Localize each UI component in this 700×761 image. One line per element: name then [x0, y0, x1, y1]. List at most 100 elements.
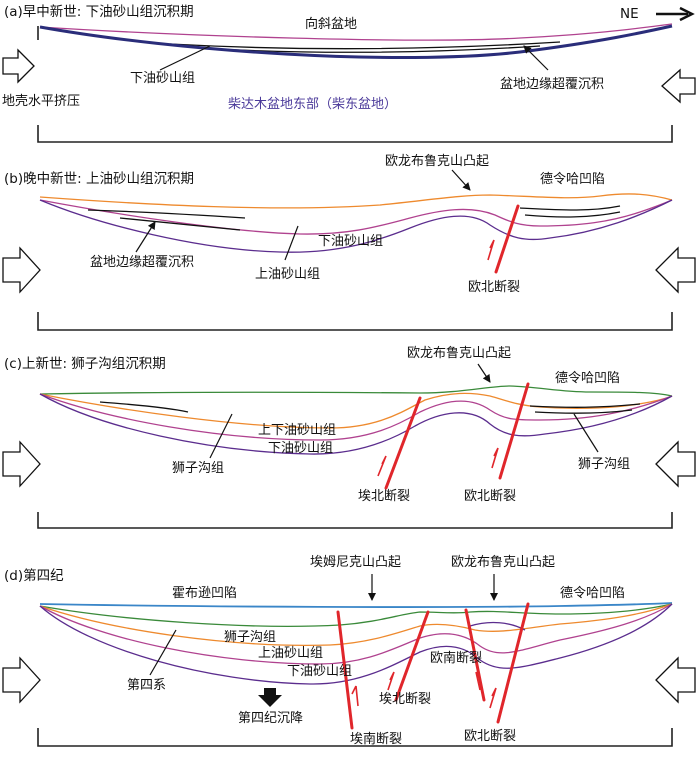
panel-d-depression-right-label: 德令哈凹陷 — [560, 586, 625, 601]
pointer-a-onlap — [523, 45, 549, 71]
panel-b-title: (b)晚中新世: 上油砂山组沉积期 — [4, 171, 194, 187]
layer-d-green — [39, 603, 673, 627]
fault-d-ounan — [464, 608, 486, 702]
layer-c-orange — [39, 392, 673, 429]
fault-c-aibei — [384, 396, 422, 490]
panel-b-depression-label: 德令哈凹陷 — [540, 172, 605, 187]
layer-a-base — [39, 24, 673, 60]
compression-arrow-icon-d-right — [655, 656, 696, 704]
panel-a-formation-label: 下油砂山组 — [130, 71, 195, 86]
panel-b-uplift-label: 欧龙布鲁克山凸起 — [385, 154, 489, 169]
panel-d-quaternary-label: 第四系 — [127, 678, 166, 693]
layer-d-blue — [39, 602, 673, 608]
panel-c-fault-left-label: 埃北断裂 — [358, 489, 410, 504]
panel-d-fault-oubei-label: 欧北断裂 — [464, 729, 516, 744]
fault-arrow-icon-d-aibei — [387, 671, 395, 691]
layer-b-purple — [39, 199, 673, 253]
panel-d-fault-ounan-label: 欧南断裂 — [430, 650, 482, 666]
layer-d-magenta — [39, 603, 673, 665]
compression-arrow-icon-a-left — [2, 48, 35, 84]
panel-d-lower-label: 下油砂山组 — [287, 664, 352, 679]
fault-arrow-icon-d-ainan — [351, 685, 359, 707]
fault-arrow-icon-d-ounan — [475, 671, 481, 691]
panel-c-shizigou-right-label: 狮子沟组 — [578, 457, 630, 472]
compression-arrow-icon-a-right — [661, 68, 696, 104]
pointer-c-uplift — [477, 363, 491, 383]
panel-d-shizigou-label: 狮子沟组 — [224, 630, 276, 645]
panel-c-title: (c)上新世: 狮子沟组沉积期 — [4, 356, 166, 372]
frame-d-bottom — [37, 728, 673, 747]
fault-b-oubei — [494, 204, 520, 274]
fault-arrow-icon-c-right — [491, 447, 499, 469]
panel-b: (b)晚中新世: 上油砂山组沉积期 欧龙布鲁克山凸起 德令哈凹陷 欧北断裂 盆地… — [2, 154, 696, 331]
layer-c-magenta — [39, 393, 673, 441]
layer-c-green — [39, 385, 673, 397]
layer-b-black-4 — [524, 211, 621, 218]
pointer-b-uplift — [451, 169, 471, 191]
compression-arrow-icon-b-left — [2, 246, 41, 294]
panel-c-lower-label: 下油砂山组 — [268, 441, 333, 456]
panel-b-upper-label: 上油砂山组 — [255, 267, 320, 282]
panel-c: (c)上新世: 狮子沟组沉积期 欧龙布鲁克山凸起 德令哈凹陷 埃北断裂 欧北断裂… — [2, 346, 696, 529]
compression-arrow-icon-c-left — [2, 440, 41, 488]
panel-d-fault-aibei-label: 埃北断裂 — [379, 692, 431, 707]
panel-b-onlap-label: 盆地边缘超覆沉积 — [90, 255, 194, 270]
panel-d-uplift-left-label: 埃姆尼克山凸起 — [310, 555, 401, 570]
panel-c-fault-right-label: 欧北断裂 — [464, 489, 516, 504]
panel-a-title: (a)早中新世: 下油砂山组沉积期 — [4, 4, 194, 20]
panel-b-fault-label: 欧北断裂 — [468, 280, 520, 295]
panel-a-basin-label: 向斜盆地 — [305, 16, 357, 32]
layer-c-purple — [39, 393, 673, 455]
layer-b-black-1 — [87, 209, 246, 219]
panel-d-depression-left-label: 霍布逊凹陷 — [172, 586, 237, 601]
direction-arrow-icon — [656, 6, 695, 22]
frame-a-bottom — [37, 125, 673, 143]
panel-d-subsidence-label: 第四纪沉降 — [238, 711, 303, 726]
compression-arrow-icon-b-right — [655, 246, 696, 294]
fault-d-aibei — [394, 610, 430, 702]
fault-c-oubei — [498, 382, 530, 480]
panel-c-shizigou-left-label: 狮子沟组 — [172, 461, 224, 476]
pointer-c-shizigou-right — [573, 413, 599, 453]
fault-d-ainan — [336, 610, 354, 730]
panel-c-depression-label: 德令哈凹陷 — [555, 371, 620, 386]
panel-b-lower-label: 下油砂山组 — [318, 234, 383, 249]
panel-d-upper-label: 上油砂山组 — [258, 646, 323, 661]
frame-c-bottom — [37, 512, 673, 529]
layer-b-black-3 — [519, 205, 621, 211]
panel-d-uplift-right-label: 欧龙布鲁克山凸起 — [451, 555, 555, 570]
layer-a-black-1 — [169, 41, 561, 50]
fault-arrow-icon-c-left — [377, 455, 387, 477]
pointer-b-upper — [284, 225, 299, 261]
pointer-c-shizigou-left — [209, 413, 233, 459]
panel-c-formations-label: 上下油砂山组 — [258, 423, 336, 438]
layer-a-pink — [39, 23, 673, 41]
fault-arrow-icon-d-oubei — [489, 687, 497, 709]
panel-a-region-label: 柴达木盆地东部（柴东盆地） — [228, 97, 397, 112]
panel-a-compression-label: 地壳水平挤压 — [2, 94, 80, 109]
fault-arrow-icon-b — [487, 239, 495, 261]
layer-c-black-1 — [99, 401, 189, 413]
frame-b-bottom — [37, 312, 673, 331]
fault-d-oubei — [496, 602, 530, 724]
pointer-a-formation — [159, 45, 211, 71]
panel-a-direction-label: NE — [620, 6, 639, 22]
layer-b-orange — [39, 193, 673, 209]
panel-d-title: (d)第四纪 — [4, 567, 64, 584]
layer-c-black-3 — [534, 409, 633, 414]
panel-c-uplift-label: 欧龙布鲁克山凸起 — [407, 346, 511, 361]
panel-d-fault-ainan-label: 埃南断裂 — [350, 731, 402, 747]
compression-arrow-icon-d-left — [2, 656, 41, 704]
layer-d-purple-top-block — [469, 621, 526, 631]
panel-a-onlap-label: 盆地边缘超覆沉积 — [500, 77, 604, 92]
panel-d: (d)第四纪 埃姆尼克山凸起 欧龙布鲁克山凸起 霍布逊凹陷 德令哈凹陷 埃北断裂… — [2, 555, 696, 747]
panel-a: (a)早中新世: 下油砂山组沉积期 向斜盆地 NE 下油砂山组 盆地边缘超覆沉积… — [2, 4, 696, 143]
pointer-b-onlap — [135, 221, 156, 253]
pointer-d-quaternary — [149, 629, 177, 676]
layer-d-orange — [39, 603, 673, 646]
layer-c-black-2 — [529, 403, 641, 408]
layer-d-purple — [39, 603, 673, 685]
subsidence-arrow-icon — [258, 688, 282, 707]
layer-b-black-2 — [119, 217, 241, 231]
